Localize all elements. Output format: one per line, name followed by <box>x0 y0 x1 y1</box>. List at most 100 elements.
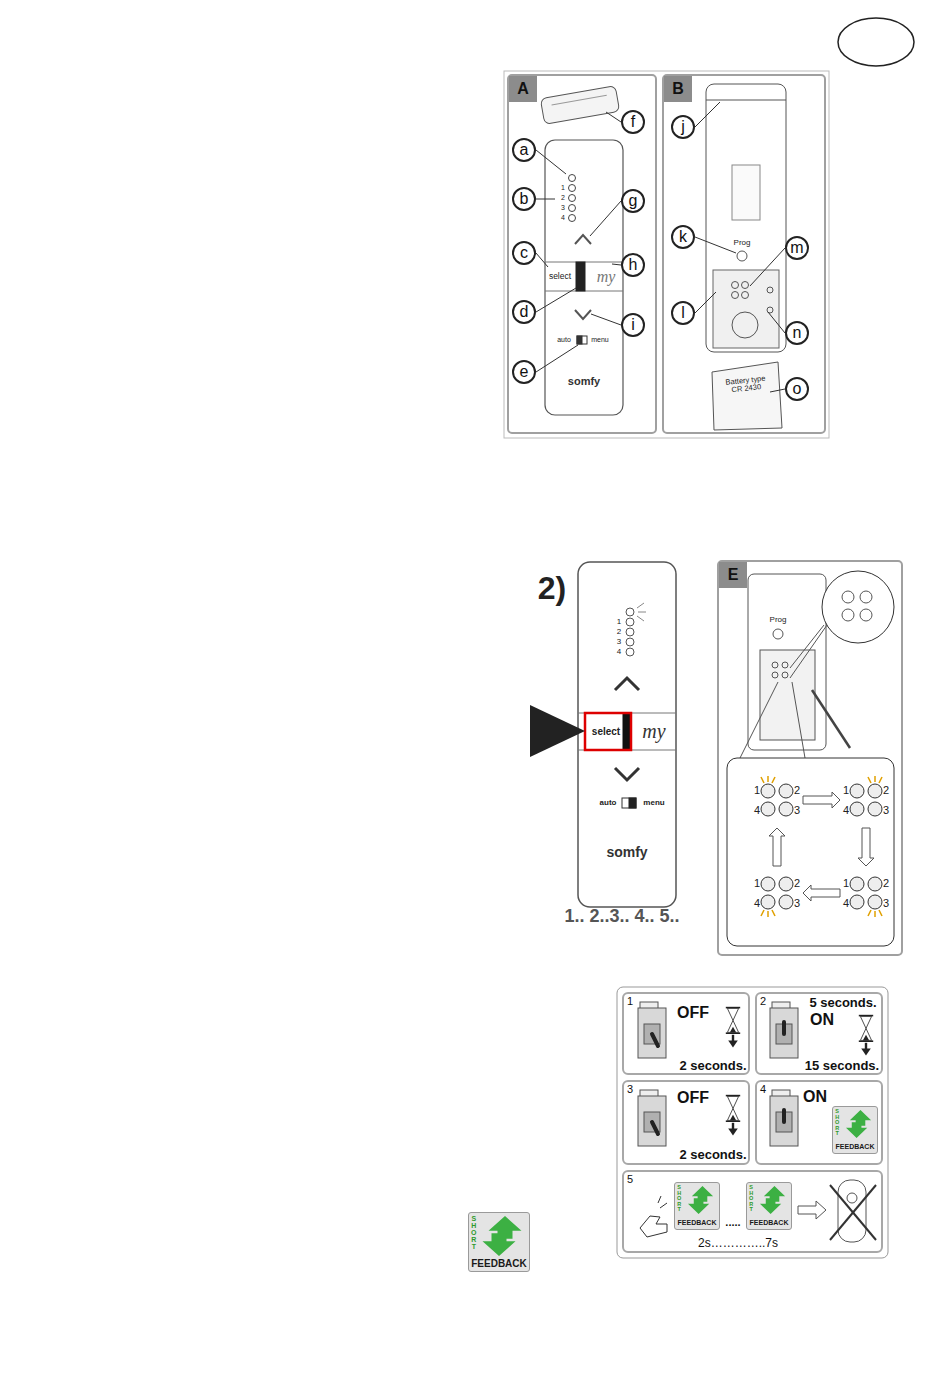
callout-letter: l <box>671 301 695 325</box>
part-label: 3 <box>617 638 621 647</box>
node-text: i <box>631 317 635 333</box>
hand-press-illustration <box>658 1196 661 1203</box>
reset-illustration <box>782 672 788 678</box>
remote-back-illustration <box>732 292 739 299</box>
feedback-icon: SHORTFEEDBACK <box>674 1182 720 1230</box>
remote-front-illustration <box>569 215 576 222</box>
remote-front-illustration <box>575 235 591 244</box>
remote-back-illustration <box>706 84 786 352</box>
callout-letter: a <box>512 138 536 162</box>
leader-line <box>695 292 716 313</box>
remote-back-illustration <box>712 362 782 430</box>
breaker-off-illustration <box>638 1090 666 1146</box>
node-text: d <box>520 304 529 320</box>
feedback-arrows <box>759 1186 788 1214</box>
callout-letter: k <box>671 225 695 249</box>
feedback-arrows <box>687 1186 716 1214</box>
led-sequence-illustration <box>779 895 793 909</box>
part-label: 4 <box>843 897 849 909</box>
breaker-on-illustration <box>782 1110 786 1122</box>
breaker-on-illustration <box>770 1002 798 1058</box>
remote-select-illustration <box>585 713 631 750</box>
callout-letter: i <box>621 313 645 337</box>
node-text: 2s…………..7s <box>698 1237 778 1250</box>
reset-illustration <box>772 662 778 668</box>
part-label: 4 <box>843 804 849 816</box>
led-sequence-illustration <box>767 776 769 782</box>
led-sequence-illustration <box>779 784 793 798</box>
reset-illustration <box>773 629 783 639</box>
led-sequence-illustration <box>858 828 874 866</box>
node-text: e <box>520 364 529 380</box>
part-label: Battery type CR 2430 <box>719 374 772 396</box>
node-text: 5 <box>627 1173 633 1185</box>
node-text: 2 seconds. <box>679 1059 746 1073</box>
breaker-off-illustration <box>652 1034 658 1046</box>
led-sequence-illustration <box>779 877 793 891</box>
led-sequence-illustration <box>850 802 864 816</box>
hourglass-illustration <box>726 1008 740 1048</box>
leader-line <box>536 150 566 174</box>
reset-illustration <box>860 609 872 621</box>
battery-cover-illustration <box>540 86 619 125</box>
led-sequence-illustration <box>767 911 769 917</box>
breaker-off-illustration <box>638 1090 666 1146</box>
callout-letter: j <box>671 115 695 139</box>
led-sequence-illustration <box>868 784 882 798</box>
reset-illustration <box>790 625 827 678</box>
remote-select-illustration <box>626 638 634 646</box>
callout-letter: m <box>785 236 809 260</box>
remote-select-illustration <box>626 648 634 656</box>
remote-front-illustration <box>569 175 576 182</box>
remote-select-illustration <box>638 612 646 613</box>
part-label: 4 <box>617 648 621 657</box>
remote-select-illustration <box>626 628 634 636</box>
led-sequence-illustration <box>868 777 871 783</box>
led-sequence-illustration <box>761 777 764 783</box>
part-label: 2 <box>883 784 889 796</box>
led-sequence-illustration <box>761 776 882 917</box>
breaker-off-illustration <box>638 1002 666 1058</box>
hand-press-illustration <box>640 1216 667 1237</box>
hourglass-illustration <box>726 1096 740 1136</box>
result-arrow <box>798 1201 826 1219</box>
leader-line <box>536 288 576 312</box>
node-text: 4 <box>760 1083 766 1095</box>
node-text: 3 <box>627 1083 633 1095</box>
reset-illustration <box>727 758 894 946</box>
part-label: select <box>592 726 620 737</box>
node-text: b <box>520 191 529 207</box>
remote-front-illustration <box>569 205 576 212</box>
remote-select-illustration <box>615 768 639 780</box>
breaker-off-illustration <box>652 1122 658 1134</box>
part-label: auto <box>600 799 617 808</box>
remote-back-illustration <box>713 270 779 348</box>
remote-back-illustration <box>732 165 760 220</box>
led-sequence-illustration <box>879 777 882 783</box>
remote-front-illustration <box>576 262 585 291</box>
reset-illustration <box>792 682 805 758</box>
battery-cover-illustration <box>552 95 607 105</box>
node-text: g <box>629 193 638 209</box>
node-text: FEEDBACK <box>678 1219 717 1227</box>
part-label: 3 <box>561 204 565 212</box>
part-label: 1 <box>754 877 760 889</box>
part-label: menu <box>591 336 609 344</box>
callout-letter: e <box>512 360 536 384</box>
led-sequence-illustration <box>879 910 882 916</box>
figure-frame <box>504 71 829 438</box>
part-label: somfy <box>568 375 600 387</box>
led-sequence-illustration <box>850 895 864 909</box>
remote-front-illustration <box>575 310 591 319</box>
remote-back-illustration <box>767 287 773 293</box>
node-text: h <box>629 257 638 273</box>
part-label: 1 <box>843 784 849 796</box>
reset-illustration <box>760 650 815 740</box>
leader-line <box>695 102 720 127</box>
part-label: select <box>549 272 571 281</box>
leader-line <box>695 237 736 253</box>
remote-select-illustration <box>637 616 644 621</box>
remote-back-illustration <box>742 282 749 289</box>
